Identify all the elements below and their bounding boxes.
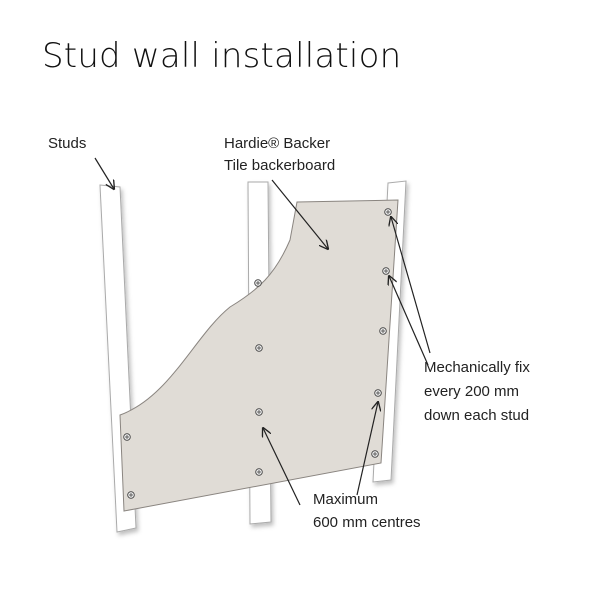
max-label-line2: 600 mm centres bbox=[313, 514, 421, 531]
max-label-line1: Maximum bbox=[313, 491, 379, 508]
backerboard bbox=[119, 199, 399, 512]
board-arrow bbox=[271, 179, 328, 249]
screw-icon bbox=[379, 327, 387, 335]
screws bbox=[123, 208, 392, 499]
screw-icon bbox=[254, 279, 262, 287]
fix-label-line3: down each stud bbox=[424, 407, 530, 424]
board-label-line1: Hardie® Backer bbox=[224, 135, 331, 152]
screw-icon bbox=[255, 344, 263, 352]
studs-label: Studs bbox=[48, 135, 87, 152]
fix-label-line2: every 200 mm bbox=[424, 383, 520, 400]
max-arrow-1 bbox=[263, 428, 301, 506]
screw-icon bbox=[255, 408, 263, 416]
studs-arrow bbox=[94, 157, 114, 189]
screw-icon bbox=[123, 433, 131, 441]
screw-icon bbox=[382, 267, 390, 275]
screw-icon bbox=[384, 208, 392, 216]
fix-arrow-1 bbox=[391, 217, 431, 354]
fix-label-line1: Mechanically fix bbox=[424, 359, 530, 376]
max-arrow-2 bbox=[356, 402, 378, 496]
screw-icon bbox=[127, 491, 135, 499]
board-label-line2: Tile backerboard bbox=[224, 157, 336, 174]
screw-icon bbox=[371, 450, 379, 458]
page-title: Stud wall installation bbox=[42, 36, 402, 76]
screw-icon bbox=[374, 389, 382, 397]
fix-arrow-2 bbox=[389, 276, 429, 366]
screw-icon bbox=[255, 468, 263, 476]
